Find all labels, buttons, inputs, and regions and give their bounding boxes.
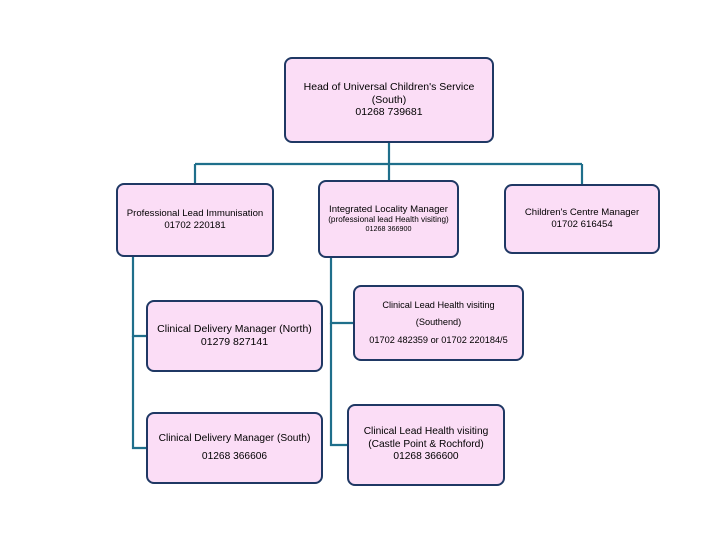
node-cdm-south-title: Clinical Delivery Manager (South) xyxy=(158,432,311,444)
node-head-line-1: Head of Universal Children's Service xyxy=(303,80,475,93)
node-clinical-lead-health-visiting-castle-point-rochford[interactable]: Clinical Lead Health visiting (Castle Po… xyxy=(347,404,505,486)
node-clinical-lead-castle-phone: 01268 366600 xyxy=(393,451,459,463)
connector-to-clinical-lead-southend xyxy=(329,258,353,325)
node-professional-lead-phone: 01702 220181 xyxy=(164,220,226,231)
node-childrens-centre-phone: 01702 616454 xyxy=(551,219,613,230)
node-cdm-north-title: Clinical Delivery Manager (North) xyxy=(157,323,312,336)
node-integrated-subtitle: (professional lead Health visiting) xyxy=(328,215,449,225)
node-clinical-delivery-manager-north[interactable]: Clinical Delivery Manager (North) 01279 … xyxy=(146,300,323,372)
node-integrated-phone: 01268 366900 xyxy=(365,224,412,234)
node-head-line-2: (South) xyxy=(371,93,407,106)
connector-to-cdm-north xyxy=(131,257,146,338)
node-clinical-lead-health-visiting-southend[interactable]: Clinical Lead Health visiting (Southend)… xyxy=(353,285,524,361)
node-professional-lead-immunisation[interactable]: Professional Lead Immunisation 01702 220… xyxy=(116,183,274,257)
node-head-of-universal-childrens-service[interactable]: Head of Universal Children's Service (So… xyxy=(284,57,494,143)
node-clinical-lead-hv-phone: 01702 482359 or 01702 220184/5 xyxy=(369,334,508,345)
node-head-phone: 01268 739681 xyxy=(355,106,423,119)
node-professional-lead-title: Professional Lead Immunisation xyxy=(126,208,264,220)
node-clinical-delivery-manager-south[interactable]: Clinical Delivery Manager (South) 01268 … xyxy=(146,412,323,484)
node-cdm-north-phone: 01279 827141 xyxy=(200,336,269,348)
node-clinical-lead-hv-area: (Southend) xyxy=(415,317,462,328)
node-clinical-lead-hv-title: Clinical Lead Health visiting xyxy=(382,300,495,311)
node-integrated-title: Integrated Locality Manager xyxy=(329,203,448,215)
node-childrens-centre-title: Children's Centre Manager xyxy=(524,207,640,219)
node-clinical-lead-castle-title: Clinical Lead Health visiting xyxy=(363,426,489,438)
connector-to-clinical-lead-castle xyxy=(329,323,347,447)
node-integrated-locality-manager[interactable]: Integrated Locality Manager (professiona… xyxy=(318,180,459,258)
node-cdm-south-phone: 01268 366606 xyxy=(201,451,268,462)
connector-to-cdm-south xyxy=(131,336,146,450)
node-clinical-lead-castle-area: (Castle Point & Rochford) xyxy=(368,438,484,450)
node-childrens-centre-manager[interactable]: Children's Centre Manager 01702 616454 xyxy=(504,184,660,254)
